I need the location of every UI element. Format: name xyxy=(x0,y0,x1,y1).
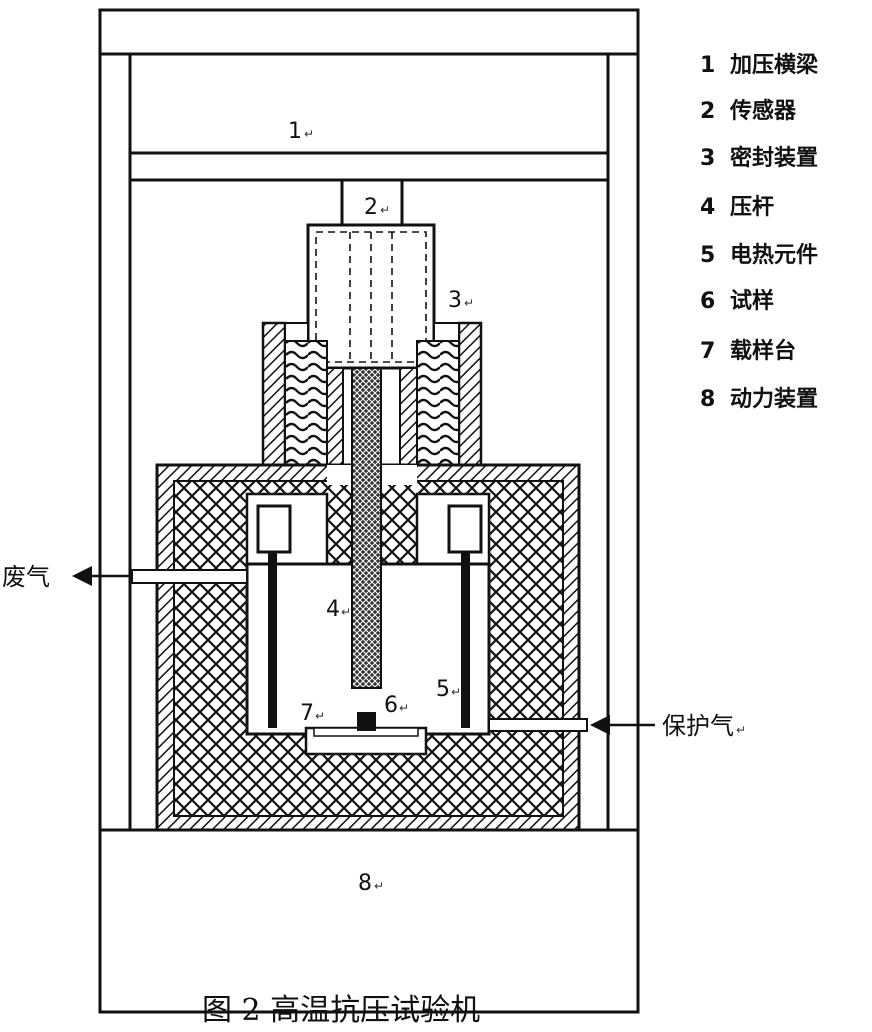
seal-left-cap xyxy=(284,322,309,342)
seal-left-packing xyxy=(284,340,328,466)
legend-num: 6 xyxy=(700,289,715,314)
heater-rod-right xyxy=(461,552,470,728)
legend-item-6: 6 试样 xyxy=(700,288,774,314)
legend-item-3: 3 密封装置 xyxy=(700,145,818,171)
legend-num: 8 xyxy=(700,387,715,412)
legend-item-7: 7 载样台 xyxy=(700,338,796,364)
legend-item-1: 1 加压横梁 xyxy=(700,53,818,78)
label-5: 5 xyxy=(436,677,450,702)
legend-num: 3 xyxy=(700,146,715,171)
exhaust-pipe xyxy=(131,569,248,584)
crossbeam xyxy=(128,151,610,182)
legend-text: 电热元件 xyxy=(730,242,818,268)
heater-clip-left xyxy=(256,504,292,554)
power-unit xyxy=(98,828,640,1014)
top-plate xyxy=(98,8,640,56)
label-5-return: ↵ xyxy=(451,685,461,699)
heater-clip-right xyxy=(447,504,483,554)
legend-text: 动力装置 xyxy=(730,387,818,412)
label-1-return: ↵ xyxy=(304,127,314,141)
legend-text: 加压横梁 xyxy=(729,53,818,78)
label-6: 6 xyxy=(384,693,398,718)
protective-gas-arrow-head xyxy=(590,715,610,735)
press-rod xyxy=(351,367,382,689)
heater-rod-left xyxy=(268,552,277,728)
legend-text: 密封装置 xyxy=(730,145,818,171)
seal-right-packing xyxy=(416,340,460,466)
left-column xyxy=(98,52,132,832)
seal-left-wall xyxy=(261,321,287,467)
legend-item-2: 2 传感器 xyxy=(700,98,797,124)
label-4-return: ↵ xyxy=(341,605,351,619)
label-7-return: ↵ xyxy=(315,709,325,723)
legend-text: 载样台 xyxy=(730,338,796,364)
legend-num: 5 xyxy=(700,243,715,268)
label-8-return: ↵ xyxy=(374,879,384,893)
legend-item-4: 4 压杆 xyxy=(700,195,774,220)
legend-text: 传感器 xyxy=(729,98,797,124)
protective-gas-label: 保护气 xyxy=(662,712,734,740)
seal-right-cap xyxy=(433,322,460,342)
seal-right-wall xyxy=(457,321,483,467)
exhaust-label: 废气 xyxy=(2,563,50,591)
legend-text: 压杆 xyxy=(730,195,774,220)
legend-num: 4 xyxy=(700,195,715,220)
label-2: 2 xyxy=(364,195,378,220)
sample xyxy=(357,712,376,731)
protective-gas-pipe xyxy=(488,718,588,732)
protective-gas-return: ↵ xyxy=(736,723,746,737)
label-4: 4 xyxy=(326,597,340,622)
figure-caption: 图 2 高温抗压试验机 xyxy=(202,993,480,1028)
label-6-return: ↵ xyxy=(399,701,409,715)
legend-item-5: 5 电热元件 xyxy=(700,242,818,268)
legend: 1 加压横梁 2 传感器 3 密封装置 4 压杆 5 电热元件 6 试样 7 载… xyxy=(700,53,818,412)
label-1: 1 xyxy=(288,119,302,144)
label-3-return: ↵ xyxy=(464,296,474,310)
legend-num: 7 xyxy=(700,339,715,364)
right-column xyxy=(606,52,640,832)
label-2-return: ↵ xyxy=(380,203,390,217)
exhaust-arrow-head xyxy=(72,566,92,586)
legend-item-8: 8 动力装置 xyxy=(700,387,818,412)
legend-text: 试样 xyxy=(730,288,774,314)
legend-num: 2 xyxy=(700,99,715,124)
legend-num: 1 xyxy=(700,53,715,78)
label-7: 7 xyxy=(300,701,314,726)
label-8: 8 xyxy=(358,871,372,896)
label-3: 3 xyxy=(448,288,462,313)
